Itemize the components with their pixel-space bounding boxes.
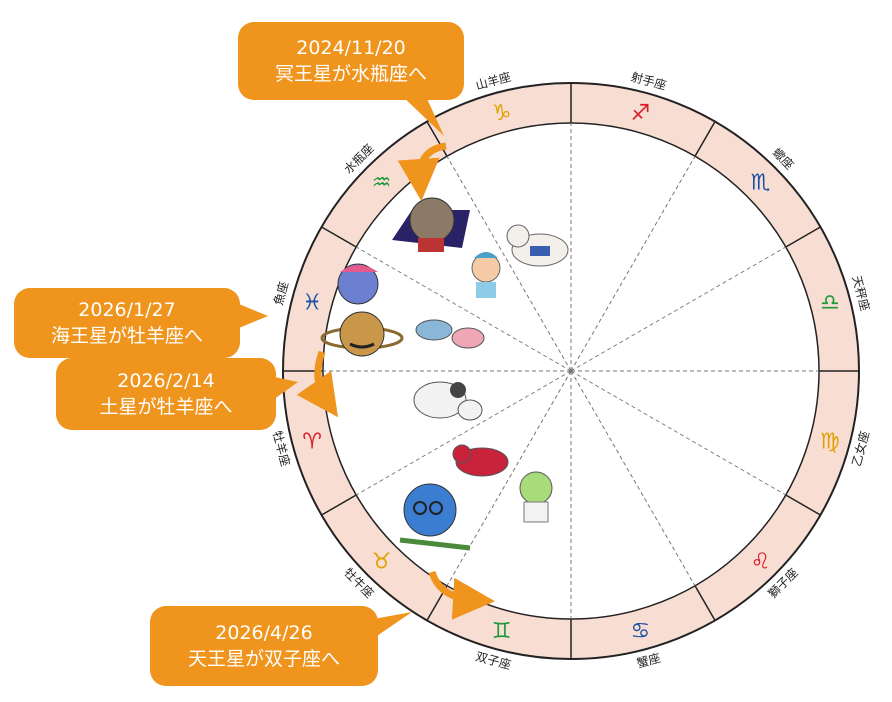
saturn-character-icon bbox=[320, 311, 404, 357]
sign-divider bbox=[785, 494, 821, 516]
aries-sheep-icon bbox=[413, 381, 483, 421]
dashed-spoke bbox=[446, 155, 572, 372]
taurus-bull-icon bbox=[452, 444, 509, 477]
sign-glyph-icon: ♋ bbox=[630, 619, 650, 644]
capricorn-goat-icon bbox=[506, 224, 569, 267]
sign-divider bbox=[321, 226, 357, 248]
sign-glyph-icon: ♑ bbox=[492, 101, 512, 126]
pluto-character-icon bbox=[392, 197, 470, 252]
sign-glyphs: ♑ ♐ ♏ ♎ ♍ ♌ ♋ ♊ ♉ ♈ ♓ ♒ bbox=[302, 101, 839, 644]
sign-label: 天秤座 bbox=[849, 274, 873, 313]
callout-tail bbox=[234, 302, 268, 330]
gemini-twins-icon bbox=[519, 471, 553, 523]
dashed-spoke bbox=[570, 246, 787, 372]
sign-label: 射手座 bbox=[629, 69, 668, 93]
callout-tail bbox=[368, 612, 412, 642]
uranus-callout: 2026/4/26 天王星が双子座へ bbox=[150, 606, 412, 686]
saturn-arrow bbox=[296, 350, 339, 418]
sign-glyph-icon: ♒ bbox=[372, 170, 392, 195]
sign-label: 山羊座 bbox=[474, 69, 513, 93]
sign-glyph-icon: ♐ bbox=[630, 101, 650, 126]
sign-divider bbox=[785, 226, 821, 248]
pluto-date: 2024/11/20 bbox=[296, 37, 406, 59]
sign-glyph-icon: ♏ bbox=[751, 170, 771, 195]
uranus-character-icon bbox=[399, 483, 471, 551]
saturn-date: 2026/2/14 bbox=[117, 370, 215, 392]
dashed-spoke bbox=[570, 155, 696, 372]
dashed-spoke bbox=[355, 370, 572, 496]
sign-divider bbox=[321, 494, 357, 516]
dashed-spoke bbox=[355, 246, 572, 372]
sign-glyph-icon: ♓ bbox=[302, 291, 322, 316]
pluto-text: 冥王星が水瓶座へ bbox=[274, 63, 427, 85]
sign-divider bbox=[426, 121, 448, 157]
uranus-arrow bbox=[428, 570, 495, 620]
neptune-date: 2026/1/27 bbox=[78, 299, 176, 321]
sign-glyph-icon: ♊ bbox=[492, 619, 512, 644]
aquarius-character-icon bbox=[471, 252, 501, 298]
sign-glyph-icon: ♉ bbox=[372, 550, 392, 575]
saturn-callout: 2026/2/14 土星が牡羊座へ bbox=[56, 358, 298, 430]
sign-glyph-icon: ♌ bbox=[751, 550, 771, 575]
pluto-callout: 2024/11/20 冥王星が水瓶座へ bbox=[238, 22, 464, 136]
sign-glyph-icon: ♈ bbox=[302, 429, 322, 454]
callout-tail bbox=[270, 376, 298, 402]
sign-glyph-icon: ♍ bbox=[820, 429, 840, 454]
pluto-arrow bbox=[397, 142, 447, 201]
neptune-callout: 2026/1/27 海王星が牡羊座へ bbox=[14, 288, 268, 358]
sign-label: 魚座 bbox=[270, 280, 291, 307]
sign-label: 蟹座 bbox=[635, 650, 662, 671]
dashed-spoke bbox=[570, 370, 696, 587]
dashed-spoke bbox=[570, 370, 787, 496]
uranus-text: 天王星が双子座へ bbox=[187, 648, 340, 670]
callout-tail bbox=[398, 92, 444, 136]
uranus-date: 2026/4/26 bbox=[215, 622, 313, 644]
neptune-text: 海王星が牡羊座へ bbox=[50, 325, 203, 347]
neptune-character-icon bbox=[337, 263, 379, 305]
sign-divider bbox=[694, 121, 716, 157]
sign-divider bbox=[694, 585, 716, 621]
saturn-text: 土星が牡羊座へ bbox=[99, 396, 233, 418]
pisces-fish-icon bbox=[415, 319, 485, 349]
sign-glyph-icon: ♎ bbox=[820, 291, 840, 316]
